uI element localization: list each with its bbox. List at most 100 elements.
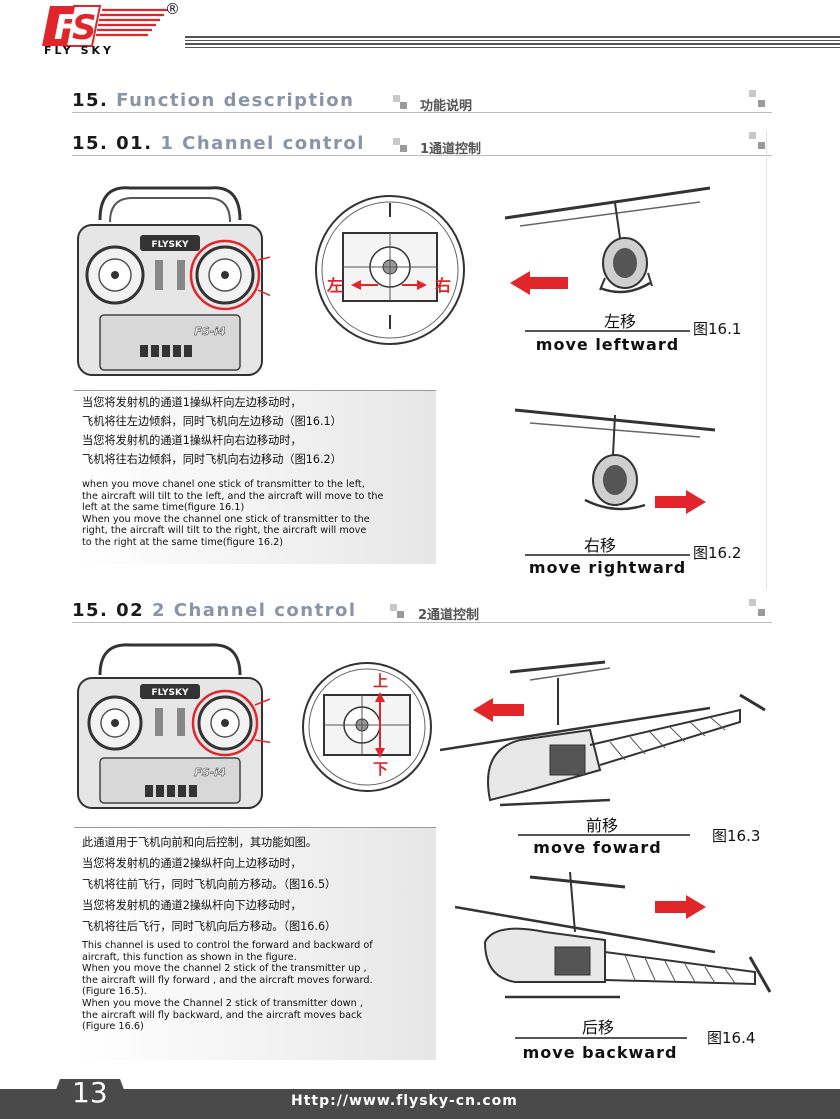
section-divider	[72, 112, 772, 113]
right-label: 右	[435, 276, 451, 295]
arrow-left-icon	[492, 704, 524, 716]
text-line: aircraft, this function as shown in the …	[82, 951, 297, 963]
text-line: right, the aircraft will tilt to the rig…	[82, 525, 367, 537]
caption-cn: 前移	[585, 816, 618, 835]
text-line: When you move the channel 2 stick of the…	[82, 963, 367, 975]
flysky-logo: F S	[42, 5, 168, 48]
page-number: 13	[72, 1076, 108, 1109]
section-number: 15.	[72, 90, 109, 111]
transmitter-illustration: FLYSKY FS-i4	[77, 643, 270, 809]
helicopter-front-view	[514, 408, 716, 511]
arrow-right-head	[686, 490, 706, 514]
arrow-left-head	[473, 698, 493, 722]
header-rule	[185, 36, 840, 50]
ch2-cn-text: 此通道用于飞机向前和向后控制，其功能如图。 当您将发射机的通道2操纵杆向上边移动…	[82, 832, 336, 937]
caption-en: move rightward	[528, 558, 687, 577]
transmitter-brand: FLYSKY	[152, 240, 189, 250]
square-icon	[400, 102, 407, 109]
figure-number: 图16.2	[693, 544, 742, 562]
text-line: When you move the channel one stick of t…	[82, 513, 370, 525]
helicopter-side-view	[455, 871, 772, 999]
caption-rule	[525, 554, 690, 556]
svg-text:F: F	[54, 8, 77, 48]
text-line: 飞机将往后飞行，同时飞机向后方移动。（图16.6）	[82, 920, 337, 933]
caption-rule	[525, 330, 690, 332]
section-number: 15. 02	[72, 600, 145, 621]
text-line: 飞机将往左边倾斜，同时飞机向左边移动（图16.1）	[82, 415, 342, 428]
ch1-cn-text: 当您将发射机的通道1操纵杆向左边移动时， 飞机将往左边倾斜，同时飞机向左边移动（…	[82, 393, 342, 469]
text-line: This channel is used to control the forw…	[82, 940, 373, 951]
arrow-right-icon	[655, 496, 687, 508]
square-icon	[393, 138, 400, 145]
section-number: 15. 01.	[72, 133, 153, 154]
section-heading-functions: 15. Function description	[72, 90, 354, 111]
helicopter-front-view	[504, 186, 711, 294]
section-divider	[72, 622, 772, 623]
section-title: 1 Channel control	[160, 133, 365, 154]
figure-number: 图16.4	[707, 1029, 756, 1047]
transmitter-brand: FLYSKY	[152, 688, 189, 698]
right-edge-line	[766, 130, 767, 590]
text-line: 飞机将往右边倾斜，同时飞机向右边移动（图16.2）	[82, 453, 342, 466]
square-icon	[390, 604, 397, 611]
stick-zoom-circle: 左 右	[315, 195, 465, 345]
square-icon	[393, 95, 400, 102]
text-line: When you move the Channel 2 stick of tra…	[82, 997, 363, 1009]
text-line: 当您将发射机的通道1操纵杆向右边移动时，	[82, 434, 302, 447]
svg-text:S: S	[72, 8, 97, 48]
square-icon	[400, 145, 407, 152]
caption-en: move leftward	[535, 335, 680, 354]
ch1-en-text: when you move chanel one stick of transm…	[82, 479, 383, 549]
text-line: left at the same time(figure 16.1)	[82, 502, 245, 514]
section-title-cn: 2通道控制	[418, 608, 480, 623]
text-line: the aircraft will fly backward, and the …	[82, 1009, 362, 1021]
text-line: 飞机将往前飞行，同时飞机向前方移动。（图16.5）	[82, 878, 337, 891]
registered-mark: ®	[165, 0, 180, 18]
brand-wordmark: FLY SKY	[44, 44, 115, 57]
caption-rule	[518, 834, 690, 836]
square-icon	[758, 142, 765, 149]
arrow-right-head	[686, 895, 706, 919]
section-heading-ch2: 15. 02 2 Channel control	[72, 600, 357, 621]
square-icon	[749, 599, 756, 606]
panel-top-rule	[74, 390, 436, 391]
arrow-left-head	[510, 271, 530, 295]
text-line: to the right at the same time(figure 16.…	[82, 536, 284, 548]
helicopter-side-view	[440, 660, 766, 807]
footer-url[interactable]: Http://www.flysky-cn.com	[291, 1093, 518, 1109]
text-line: 当您将发射机的通道1操纵杆向左边移动时，	[82, 396, 302, 409]
left-label: 左	[326, 276, 343, 295]
caption-cn: 后移	[581, 1018, 614, 1037]
down-label: 下	[373, 760, 388, 778]
panel-top-rule	[74, 827, 436, 828]
section-title: 2 Channel control	[151, 600, 357, 621]
caption-en: move backward	[522, 1043, 678, 1062]
square-icon	[749, 90, 756, 97]
square-icon	[749, 132, 756, 139]
ch2-description-panel	[74, 827, 436, 1060]
square-icon	[758, 609, 765, 616]
up-label: 上	[373, 672, 388, 690]
caption-en: move foward	[533, 838, 662, 857]
text-line: (Figure 16.5).	[82, 986, 147, 998]
text-line: 此通道用于飞机向前和向后控制，其功能如图。	[82, 836, 317, 849]
arrow-left-icon	[528, 277, 568, 289]
text-line: 当您将发射机的通道2操纵杆向下边移动时，	[82, 899, 302, 912]
text-line: the aircraft will tilt to the left, and …	[82, 490, 384, 502]
transmitter-model: FS-i4	[194, 766, 225, 779]
figure-number: 图16.1	[693, 320, 742, 338]
stick-zoom-circle: 上 下	[302, 662, 432, 792]
figure-number: 图16.3	[712, 827, 761, 845]
text-line: when you move chanel one stick of transm…	[82, 479, 365, 490]
caption-cn: 左移	[603, 312, 636, 331]
transmitter-illustration: FLYSKY FS-i4	[77, 186, 270, 376]
section-title: Function description	[116, 90, 355, 111]
ch1-description-panel	[74, 390, 436, 564]
caption-rule	[515, 1037, 687, 1039]
footer-bar	[0, 1079, 840, 1119]
ch2-en-text: This channel is used to control the forw…	[82, 940, 373, 1033]
square-icon	[758, 100, 765, 107]
section-heading-ch1: 15. 01. 1 Channel control	[72, 133, 365, 154]
text-line: the aircraft will fly forward , and the …	[82, 974, 373, 986]
text-line: 当您将发射机的通道2操纵杆向上边移动时，	[82, 857, 302, 870]
